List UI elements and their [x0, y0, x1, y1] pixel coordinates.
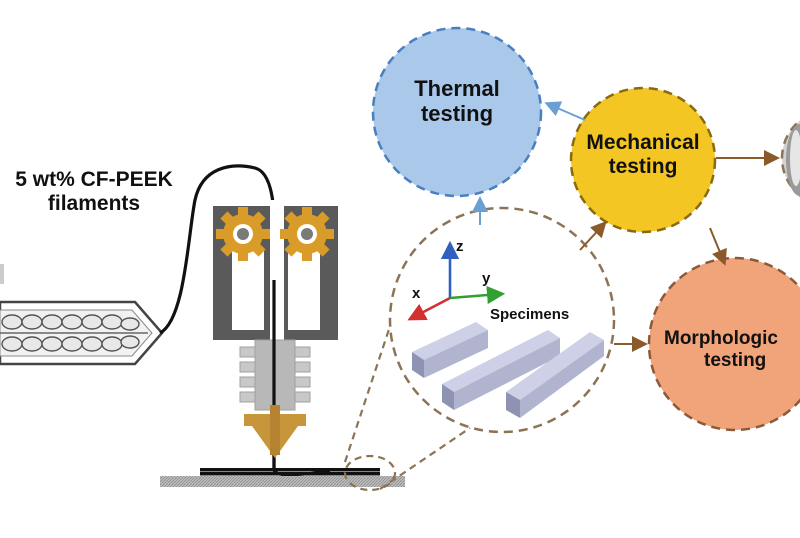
print-bed: [160, 468, 405, 487]
thermal-testing-label: Thermal testing: [397, 76, 517, 127]
axis-y-text: y: [482, 270, 491, 287]
axis-z-label: z: [456, 238, 464, 255]
sample-image-circle: [780, 118, 800, 198]
flow-arrows: [472, 101, 780, 352]
gear-icon-right: [280, 207, 334, 261]
mechanical-testing-line1: Mechanical: [586, 131, 700, 154]
specimen-bar-3: [506, 332, 604, 418]
morphological-testing-line1: Morphologic: [664, 328, 778, 349]
mechanical-testing-line2: testing: [608, 155, 678, 179]
specimen-bars: [412, 322, 604, 418]
morphological-testing-line2: testing: [704, 349, 767, 371]
coordinate-axes: [407, 240, 506, 321]
specimens-text: Specimens: [490, 306, 570, 323]
filament-label-line1: 5 wt% CF-PEEK: [15, 168, 173, 191]
specimen-bar-2: [442, 330, 560, 410]
axis-z-text: z: [456, 238, 464, 255]
thermal-testing-line2: testing: [420, 101, 494, 127]
morphological-testing-circle: [647, 256, 800, 432]
thermal-testing-line1: Thermal: [414, 76, 500, 101]
filament-label-line2: filaments: [47, 192, 141, 216]
mechanical-testing-circle: [569, 86, 717, 234]
extruder-screw: [0, 264, 164, 366]
specimens-label: Specimens: [490, 306, 569, 323]
thermal-testing-circle: [371, 26, 543, 198]
morphological-testing-label: Morphologic testing: [664, 328, 800, 372]
axis-x-label: x: [412, 285, 420, 302]
gear-icon-left: [216, 207, 270, 261]
mechanical-testing-label: Mechanical testing: [578, 131, 708, 179]
filament-label: 5 wt% CF-PEEK filaments: [6, 168, 182, 216]
axis-y-label: y: [482, 270, 490, 287]
axis-x-text: x: [412, 285, 421, 302]
specimen-bar-1: [412, 322, 488, 378]
nozzle: [244, 405, 306, 458]
